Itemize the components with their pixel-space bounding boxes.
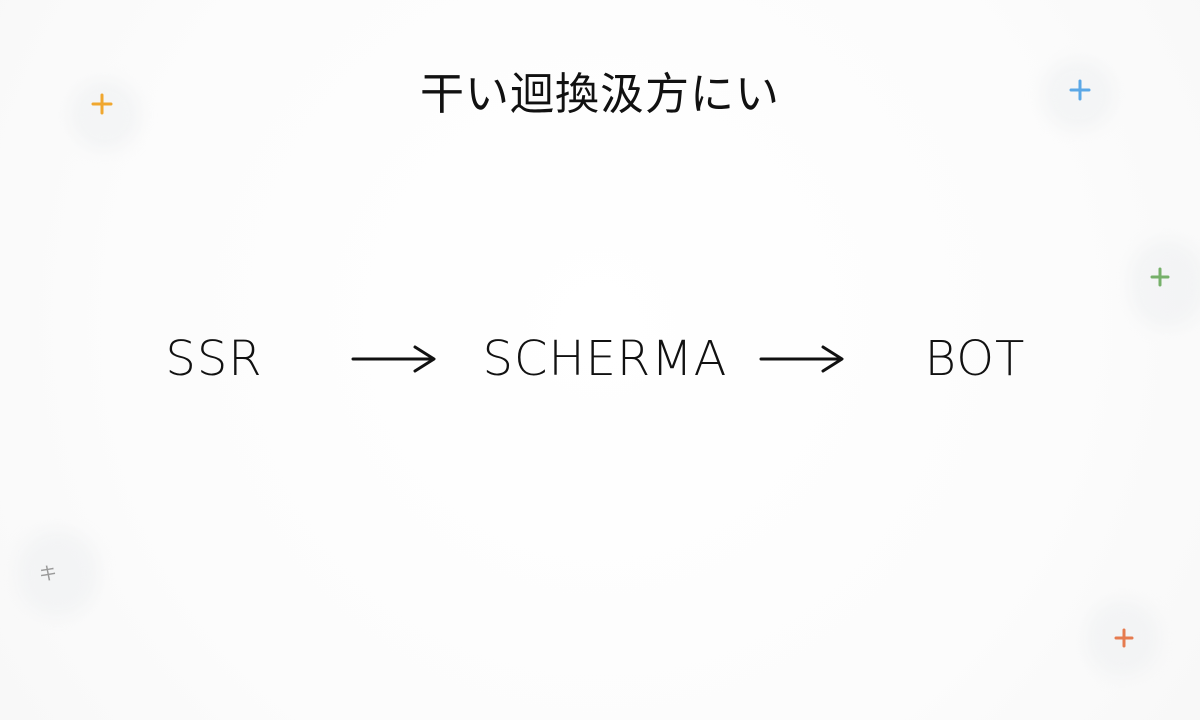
- flow-node-scherma: SCHERMA: [482, 331, 728, 387]
- blue-sparkle-icon: [1069, 79, 1091, 101]
- red-sparkle-icon: [1114, 628, 1134, 648]
- orange-sparkle-icon: [91, 93, 113, 115]
- diagram-title: 干い迴換汲方にい: [420, 69, 780, 120]
- flow-node-bot: BOT: [924, 331, 1026, 387]
- flow-node-ssr: SSR: [165, 331, 263, 387]
- small-mark-text: キ: [39, 564, 57, 585]
- background-blob-right: [1130, 240, 1200, 328]
- background-blob-bottom-left: [18, 530, 98, 616]
- green-sparkle-icon: [1150, 267, 1170, 287]
- background-blob-top-left: [70, 80, 140, 150]
- background-blob-top-right: [1042, 60, 1114, 130]
- flow-arrow-2: [759, 345, 844, 373]
- flow-arrow-1: [351, 345, 436, 373]
